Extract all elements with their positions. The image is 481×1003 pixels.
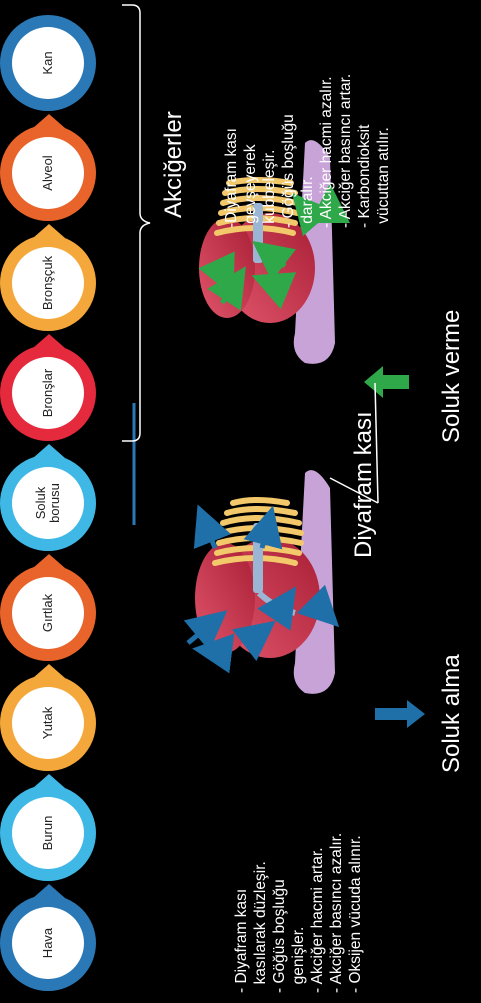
diaphragm-label: Diyafram kası bbox=[350, 411, 378, 558]
lungs-label: Akciğerler bbox=[160, 111, 188, 218]
exhale-description: -Diyafram kası gevşeyerek kubbeleşir. - … bbox=[222, 74, 393, 228]
inhale-lungs bbox=[195, 470, 335, 694]
inhale-big-arrow-icon bbox=[375, 700, 425, 728]
lungs-brace bbox=[122, 5, 150, 441]
inhale-description: - Diyafram kası kasılarak düzleşir. - Gö… bbox=[232, 833, 365, 993]
exhale-big-arrow-icon bbox=[364, 366, 409, 398]
exhale-title: Soluk verme bbox=[438, 310, 466, 443]
inhale-title: Soluk alma bbox=[438, 654, 466, 773]
